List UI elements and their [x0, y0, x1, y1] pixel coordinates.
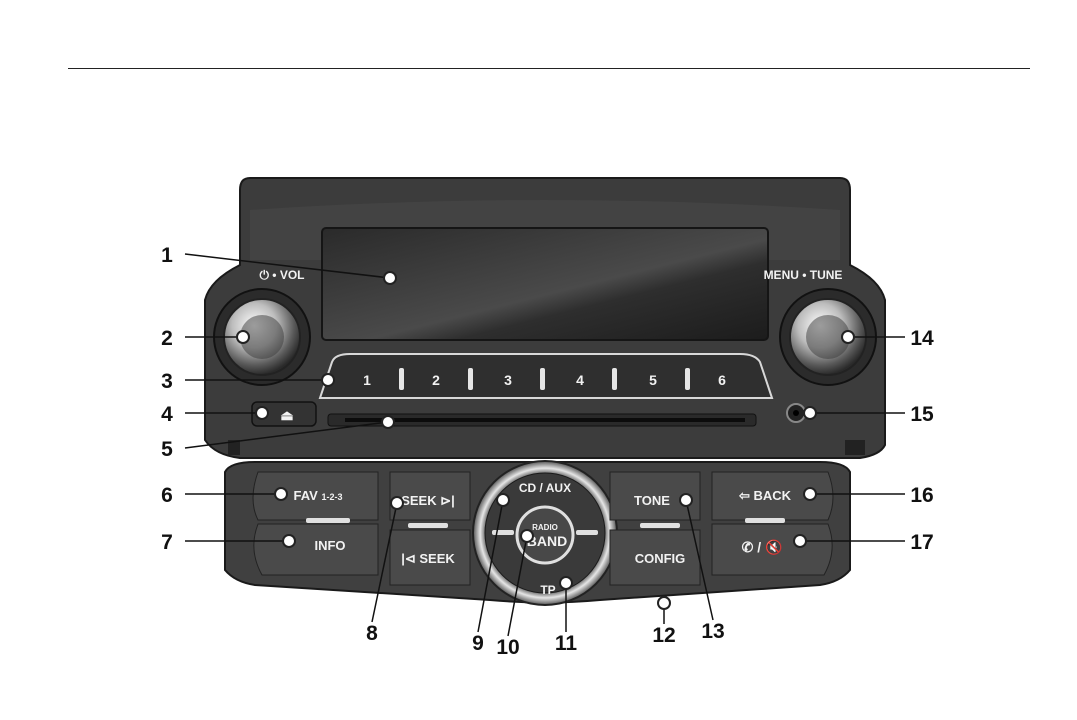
eject-icon: ⏏: [280, 407, 293, 423]
preset-buttons: 1 2 3 4 5 6: [363, 368, 726, 390]
seek-back-button[interactable]: [389, 529, 471, 586]
callout-target-12: [657, 596, 671, 610]
preset-button-4[interactable]: 4: [576, 372, 584, 388]
preset-divider: [540, 368, 545, 390]
callout-number-5: 5: [161, 438, 173, 461]
callout-target-14: [841, 330, 855, 344]
callout-number-11: 11: [555, 632, 578, 655]
callout-target-13: [679, 493, 693, 507]
preset-strip: [318, 353, 774, 399]
menu-tune-knob-label: MENU • TUNE: [764, 268, 843, 282]
preset-button-6[interactable]: 6: [718, 372, 726, 388]
callout-target-5: [381, 415, 395, 429]
callout-target-2: [236, 330, 250, 344]
cd-aux-label: CD / AUX: [519, 481, 571, 495]
back-button[interactable]: [711, 471, 834, 521]
callout-target-3: [321, 373, 335, 387]
ring-right-marker: [576, 530, 598, 535]
tone-button[interactable]: [609, 471, 701, 521]
info-label: INFO: [314, 538, 345, 553]
volume-knob-label: ⏻ • VOL: [259, 268, 304, 282]
config-button[interactable]: [609, 529, 701, 586]
callout-number-10: 10: [496, 636, 519, 659]
callout-target-6: [274, 487, 288, 501]
callout-target-15: [803, 406, 817, 420]
fav-info-divider: [306, 518, 350, 523]
callout-line-13: [685, 499, 714, 621]
callout-line-8: [371, 502, 398, 623]
eject-button[interactable]: [251, 401, 317, 427]
callout-number-8: 8: [366, 622, 378, 645]
callout-number-7: 7: [161, 531, 173, 554]
fav-main-label: FAV: [294, 488, 319, 503]
phone-mute-label: ✆ / 🔇: [742, 539, 783, 556]
preset-button-1[interactable]: 1: [363, 372, 371, 388]
preset-divider: [399, 368, 404, 390]
preset-button-2[interactable]: 2: [432, 372, 440, 388]
callout-number-4: 4: [161, 403, 173, 426]
fav-sub-label: 1-2-3: [321, 492, 342, 502]
seek-divider: [408, 523, 448, 528]
top-rule: [68, 68, 1030, 69]
callout-line-9: [477, 499, 504, 633]
aux-input-jack: [786, 403, 806, 423]
preset-divider: [685, 368, 690, 390]
callout-number-9: 9: [472, 632, 484, 655]
menu-tune-knob[interactable]: [779, 288, 877, 386]
seek-forward-button[interactable]: [389, 471, 471, 521]
callout-target-9: [496, 493, 510, 507]
back-divider: [745, 518, 785, 523]
display-screen: [321, 227, 769, 341]
callout-target-16: [803, 487, 817, 501]
callout-target-7: [282, 534, 296, 548]
callout-number-12: 12: [652, 624, 675, 647]
volume-knob[interactable]: [213, 288, 311, 386]
callout-number-6: 6: [161, 484, 173, 507]
seek-forward-label: SEEK ⊳|: [401, 493, 455, 508]
tp-label: TP: [540, 583, 555, 597]
callout-target-17: [793, 534, 807, 548]
callout-number-15: 15: [910, 403, 934, 426]
callout-line-1: [184, 253, 391, 279]
callout-target-1: [383, 271, 397, 285]
cd-slot: [327, 413, 757, 427]
band-label: BAND: [527, 533, 567, 549]
preset-divider: [468, 368, 473, 390]
callout-number-17: 17: [910, 531, 933, 554]
callout-line-10: [507, 535, 528, 637]
callout-number-16: 16: [910, 484, 933, 507]
callout-target-11: [559, 576, 573, 590]
callout-number-13: 13: [701, 620, 724, 643]
callout-line-5: [184, 421, 389, 449]
tone-label: TONE: [634, 493, 670, 508]
preset-button-3[interactable]: 3: [504, 372, 512, 388]
callout-target-4: [255, 406, 269, 420]
ring-left-marker: [492, 530, 514, 535]
fav-label: FAV 1-2-3: [294, 488, 343, 503]
preset-divider: [612, 368, 617, 390]
back-label: ⇦ BACK: [738, 488, 792, 503]
config-label: CONFIG: [635, 551, 686, 566]
callout-target-10: [520, 529, 534, 543]
radio-label: RADIO: [532, 523, 558, 532]
callout-target-8: [390, 496, 404, 510]
seek-back-label: |⊲ SEEK: [401, 551, 455, 566]
fav-button[interactable]: [252, 471, 379, 521]
callout-number-3: 3: [161, 370, 173, 393]
radio-band-button[interactable]: [515, 505, 575, 565]
preset-button-5[interactable]: 5: [649, 372, 657, 388]
callout-number-14: 14: [910, 327, 934, 350]
tone-divider: [640, 523, 680, 528]
callout-number-1: 1: [161, 244, 173, 267]
callout-number-2: 2: [161, 327, 173, 350]
